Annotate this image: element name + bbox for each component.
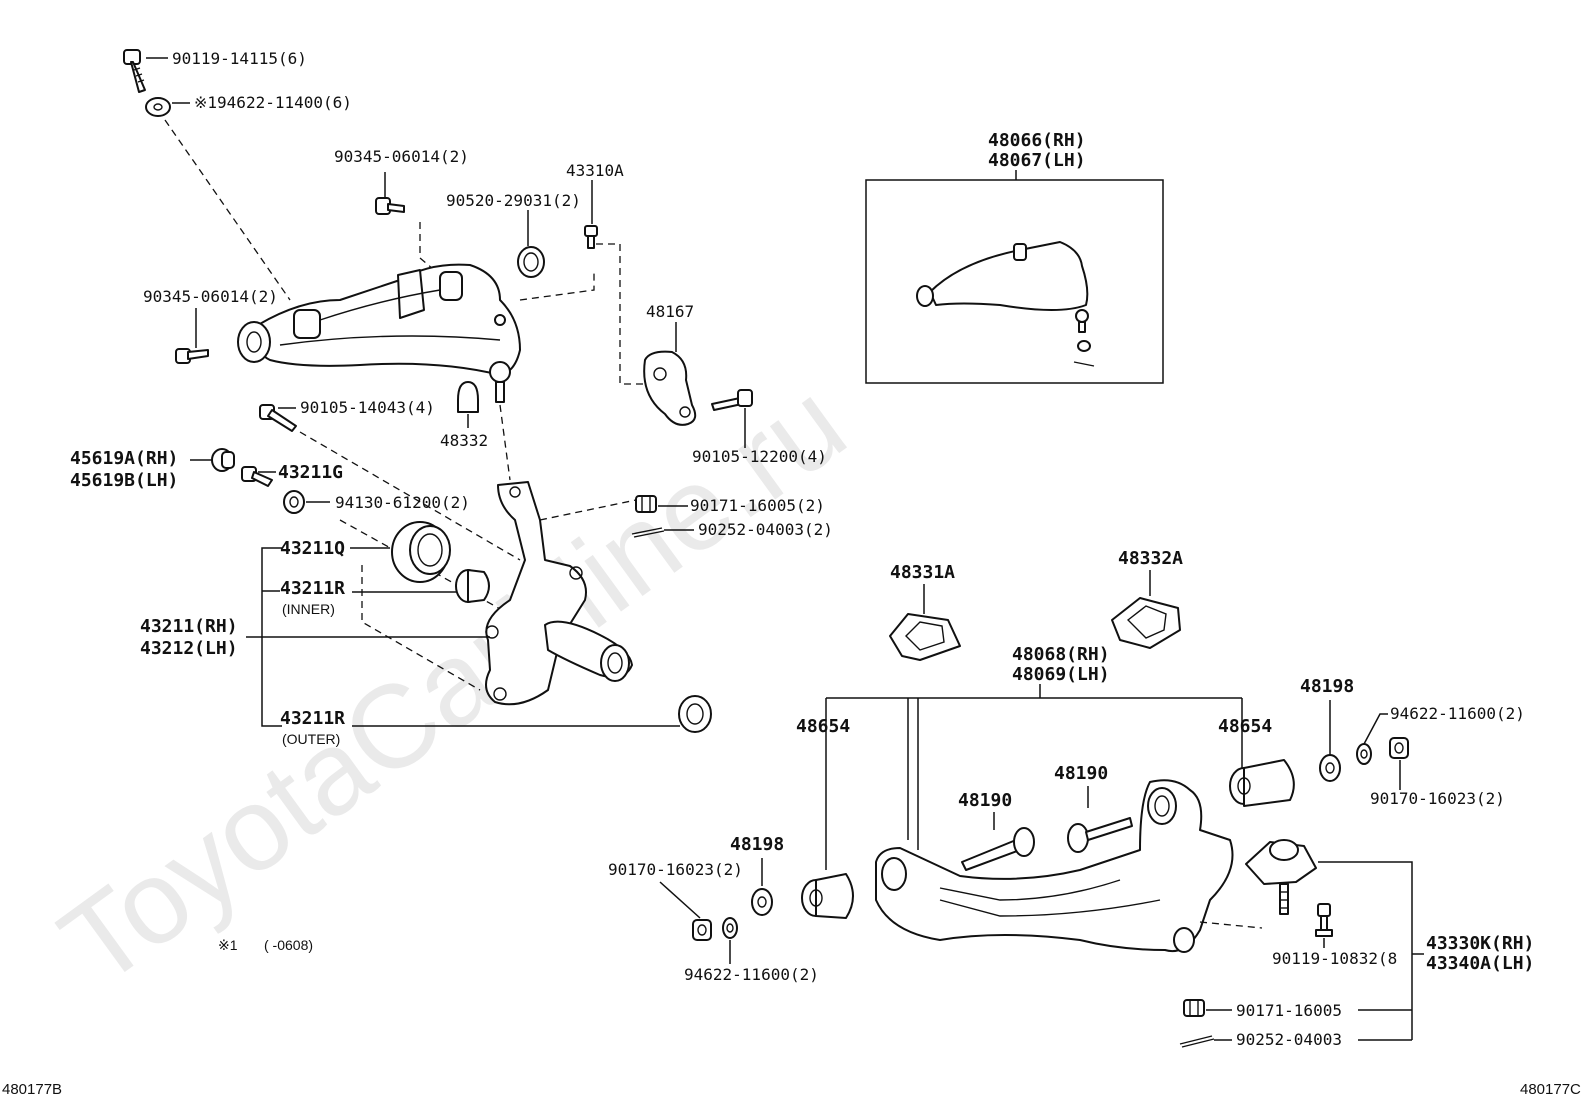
label-nut-top: 90171-16005(2) bbox=[690, 496, 825, 515]
bump-stop-icon bbox=[457, 381, 479, 413]
label-cam-plate-right: 48198 bbox=[1300, 676, 1354, 697]
inner-bearing-icon bbox=[455, 569, 490, 603]
label-inner-note: (INNER) bbox=[282, 601, 335, 617]
label-washer-right: 94622-11600(2) bbox=[1390, 704, 1525, 723]
label-inset-lh: 48067(LH) bbox=[988, 150, 1086, 171]
label-inset-rh: 48066(RH) bbox=[988, 130, 1086, 151]
cam-bolt-2-icon bbox=[1067, 817, 1133, 853]
castle-nut-top-icon bbox=[635, 495, 657, 513]
label-bush-left: 48654 bbox=[796, 716, 850, 737]
label-ball-rh: 43330K(RH) bbox=[1426, 933, 1534, 954]
label-cotter-top: 90252-04003(2) bbox=[698, 520, 833, 539]
bracket-icon bbox=[643, 350, 697, 426]
ring-icon bbox=[517, 246, 545, 278]
label-stop-a: 48331A bbox=[890, 562, 955, 583]
label-knuckle-rh: 43211(RH) bbox=[140, 616, 238, 637]
nut-knuckle-icon bbox=[283, 490, 305, 514]
label-bolt-knuckle: 90105-14043(4) bbox=[300, 398, 435, 417]
stopper-a-icon bbox=[889, 613, 961, 661]
grease-fitting-icon bbox=[584, 225, 598, 249]
label-lower-arm-lh: 48069(LH) bbox=[1012, 664, 1110, 685]
washer-top-icon bbox=[145, 97, 171, 117]
inset-upper-arm-icon bbox=[916, 241, 1095, 367]
outer-bearing-icon bbox=[678, 695, 712, 733]
inset-box bbox=[865, 179, 1164, 384]
corner-label-right: 480177C bbox=[1520, 1081, 1581, 1098]
label-bump-stop: 48332 bbox=[440, 431, 488, 450]
stopper-b-icon bbox=[1111, 597, 1181, 649]
ball-joint-icon bbox=[1245, 839, 1317, 915]
bolt-left-icon bbox=[175, 348, 209, 364]
washer-right-icon bbox=[1356, 743, 1372, 765]
label-bracket: 48167 bbox=[646, 302, 694, 321]
nut-left-icon bbox=[692, 919, 712, 941]
label-nut-knuckle: 94130-61200(2) bbox=[335, 493, 470, 512]
label-cam-bolt-2: 48190 bbox=[1054, 763, 1108, 784]
cap-icon bbox=[211, 448, 235, 472]
bushing-left-icon bbox=[801, 873, 854, 919]
label-43310a: 43310A bbox=[566, 161, 624, 180]
label-nut-left: 90170-16023(2) bbox=[608, 860, 743, 879]
label-washer-top: ※194622-11400(6) bbox=[194, 93, 352, 112]
cotter-pin-top-icon bbox=[631, 527, 665, 538]
steering-knuckle-icon bbox=[485, 481, 633, 706]
seal-icon bbox=[391, 521, 451, 583]
label-cap-rh: 45619A(RH) bbox=[70, 448, 178, 469]
footnote-mark: ※1 bbox=[218, 937, 238, 953]
bolt-g-icon bbox=[241, 466, 273, 487]
label-bolt-left: 90345-06014(2) bbox=[143, 287, 278, 306]
bolt-top-icon bbox=[123, 49, 146, 93]
lower-control-arm-icon bbox=[875, 779, 1234, 953]
label-cap-lh: 45619B(LH) bbox=[70, 470, 178, 491]
corner-label-left: 480177B bbox=[2, 1081, 62, 1098]
label-ring: 90520-29031(2) bbox=[446, 191, 581, 210]
bolt-bracket-icon bbox=[711, 389, 753, 411]
label-stop-b: 48332A bbox=[1118, 548, 1183, 569]
label-cotter-ball: 90252-04003 bbox=[1236, 1030, 1342, 1049]
label-lower-arm-rh: 48068(RH) bbox=[1012, 644, 1110, 665]
nut-right-icon bbox=[1389, 737, 1409, 759]
cam-bolt-1-icon bbox=[961, 827, 1035, 871]
cam-plate-right-icon bbox=[1319, 754, 1341, 782]
bushing-right-icon bbox=[1229, 759, 1295, 807]
bolt-mid-icon bbox=[375, 197, 405, 215]
label-ball-lh: 43340A(LH) bbox=[1426, 953, 1534, 974]
label-bolt-mid: 90345-06014(2) bbox=[334, 147, 469, 166]
cotter-pin-ball-icon bbox=[1179, 1035, 1215, 1048]
label-washer-left: 94622-11600(2) bbox=[684, 965, 819, 984]
upper-control-arm-icon bbox=[237, 263, 521, 403]
label-cam-plate-left: 48198 bbox=[730, 834, 784, 855]
ball-bolt-icon bbox=[1315, 903, 1333, 937]
washer-left-icon bbox=[722, 917, 738, 939]
label-bolt-bracket: 90105-12200(4) bbox=[692, 447, 827, 466]
label-bush-right: 48654 bbox=[1218, 716, 1272, 737]
footnote-range: ( -0608) bbox=[264, 937, 313, 953]
label-bolt-top: 90119-14115(6) bbox=[172, 49, 307, 68]
cam-plate-left-icon bbox=[751, 888, 773, 916]
bolt-knuckle-icon bbox=[259, 404, 297, 432]
label-cam-bolt-1: 48190 bbox=[958, 790, 1012, 811]
label-bearing-inner: 43211R bbox=[280, 578, 345, 599]
castle-nut-ball-icon bbox=[1183, 999, 1205, 1017]
label-outer-note: (OUTER) bbox=[282, 731, 340, 747]
label-bearing-outer: 43211R bbox=[280, 708, 345, 729]
label-ball-bolt: 90119-10832(8 bbox=[1272, 949, 1397, 968]
label-seal-q: 43211Q bbox=[280, 538, 345, 559]
label-nut-right: 90170-16023(2) bbox=[1370, 789, 1505, 808]
label-bolt-g: 43211G bbox=[278, 462, 343, 483]
label-nut-ball: 90171-16005 bbox=[1236, 1001, 1342, 1020]
label-knuckle-lh: 43212(LH) bbox=[140, 638, 238, 659]
